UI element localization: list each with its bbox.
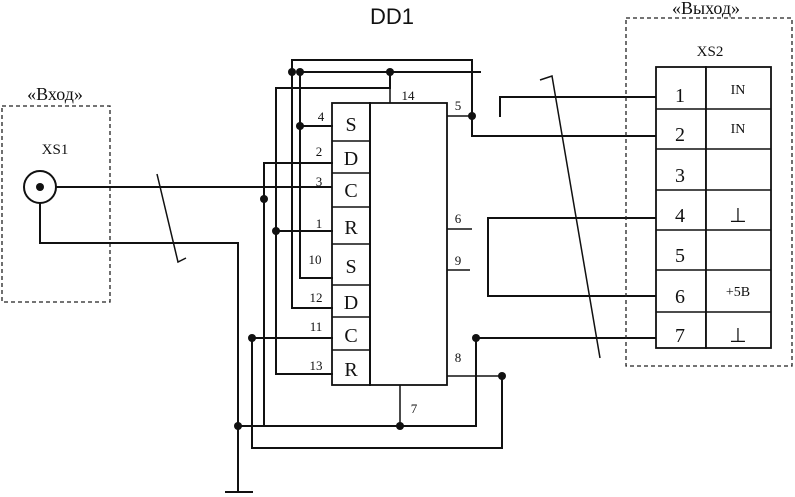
rail-pin5-loop bbox=[291, 59, 473, 117]
pin-label-d1: D bbox=[344, 148, 358, 170]
out-label-7: ⊥ bbox=[729, 325, 746, 347]
out-num-7: 7 bbox=[675, 325, 685, 347]
junction-dots bbox=[234, 68, 506, 430]
out-num-2: 2 bbox=[675, 124, 685, 146]
input-ground-wire bbox=[39, 202, 239, 493]
chip-title: DD1 bbox=[370, 4, 414, 29]
supply-to-out6 bbox=[487, 217, 665, 297]
out-num-6: 6 bbox=[675, 286, 685, 308]
pin-number-5: 5 bbox=[455, 98, 462, 113]
pin-number-1: 1 bbox=[316, 216, 323, 231]
pin-label-r2: R bbox=[344, 359, 358, 381]
pin-number-13: 13 bbox=[310, 358, 323, 373]
out-label-2: IN bbox=[731, 122, 746, 137]
out-num-5: 5 bbox=[675, 245, 685, 267]
set-line bbox=[299, 71, 333, 279]
pin-number-2: 2 bbox=[316, 144, 323, 159]
output-frame bbox=[625, 17, 793, 367]
pin-label-s1: S bbox=[345, 114, 356, 136]
pin-number-9: 9 bbox=[455, 253, 462, 268]
pin-number-4: 4 bbox=[318, 109, 325, 124]
output-connector-label: XS2 bbox=[697, 44, 724, 60]
pin-number-10: 10 bbox=[309, 252, 322, 267]
out-label-4: ⊥ bbox=[729, 205, 746, 227]
out-num-1: 1 bbox=[675, 85, 685, 107]
out-num-3: 3 bbox=[675, 165, 685, 187]
out-label-1: IN bbox=[731, 83, 746, 98]
output-terminal-block bbox=[655, 66, 772, 349]
ground-loop bbox=[251, 337, 503, 449]
pin-number-3: 3 bbox=[316, 174, 323, 189]
pin-number-7: 7 bbox=[411, 401, 418, 416]
d-line bbox=[291, 59, 333, 309]
out-label-6: +5B bbox=[726, 285, 750, 300]
ground-to-out7 bbox=[399, 337, 665, 427]
pin-number-11: 11 bbox=[310, 319, 323, 334]
output-cable-mark bbox=[539, 75, 601, 359]
output-title: «Выход» bbox=[672, 0, 740, 18]
pin-label-r1: R bbox=[344, 217, 358, 239]
rail-to-pin13 bbox=[275, 87, 333, 375]
input-title: «Вход» bbox=[27, 84, 83, 104]
out-num-4: 4 bbox=[675, 205, 685, 227]
pin5-to-out2 bbox=[471, 115, 665, 137]
pin-number-12: 12 bbox=[310, 290, 323, 305]
pin-number-6: 6 bbox=[455, 211, 462, 226]
pin-label-s2: S bbox=[345, 256, 356, 278]
coax-connector-icon bbox=[23, 170, 57, 204]
pin-label-c1: C bbox=[344, 180, 357, 202]
pin-number-14: 14 bbox=[402, 88, 416, 103]
input-connector-label: XS1 bbox=[42, 142, 69, 158]
input-frame bbox=[1, 105, 111, 303]
pin-label-c2: C bbox=[344, 325, 357, 347]
pin-label-d2: D bbox=[344, 292, 358, 314]
input-cable-mark bbox=[156, 173, 187, 264]
pin-number-8: 8 bbox=[455, 350, 462, 365]
